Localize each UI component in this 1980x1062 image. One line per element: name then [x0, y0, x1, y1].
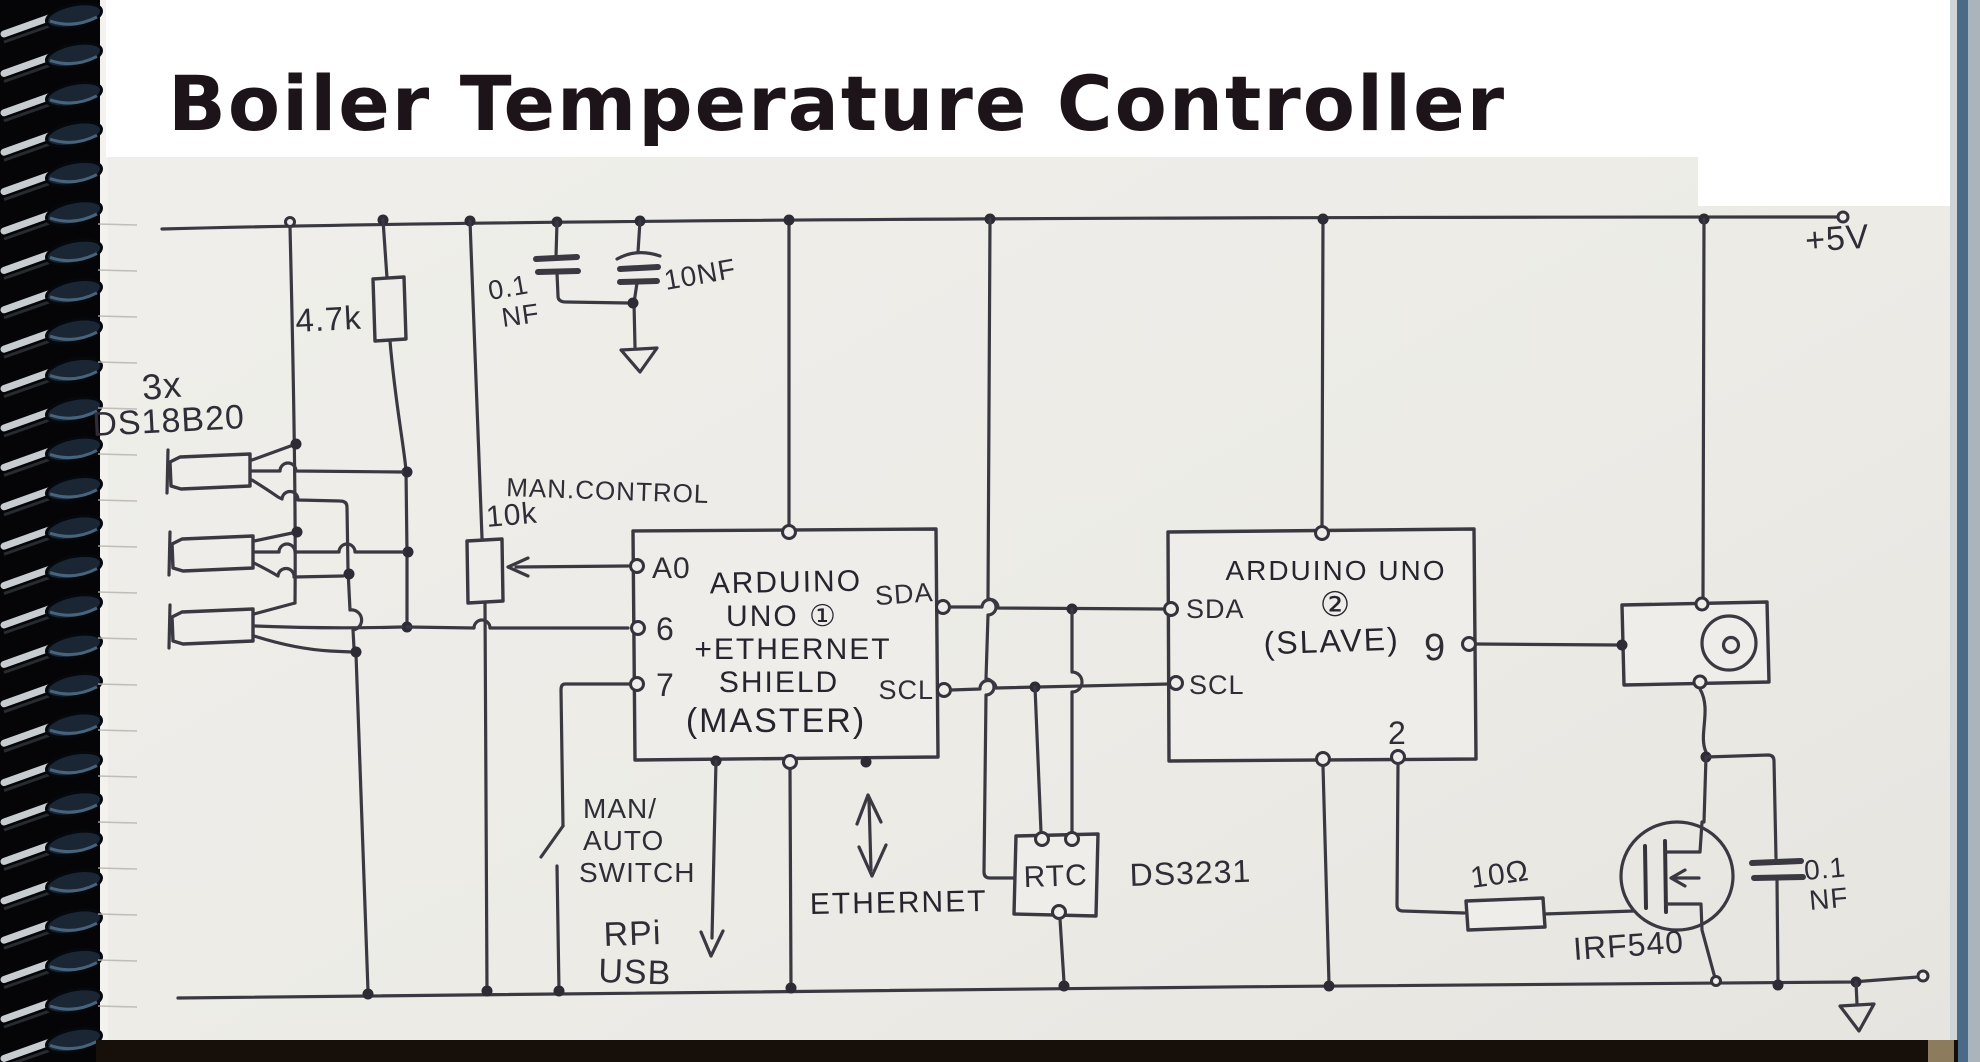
master-label-line5: (MASTER): [686, 702, 866, 740]
pot-name-label: MAN.CONTROL: [506, 472, 710, 509]
pullup-resistor-4k7: [371, 214, 414, 633]
ethernet-label: ETHERNET: [810, 885, 988, 921]
power-rail-top: [160, 210, 1850, 231]
vcc-label: +5V: [1804, 218, 1871, 260]
arduino-master-box: [629, 214, 952, 762]
slave-pin-sda: SDA: [1186, 594, 1245, 624]
sensor-vcc-column: [250, 216, 303, 616]
output-cap-line1: 0.1: [1803, 851, 1847, 886]
gate-resistor-label: 10Ω: [1468, 854, 1531, 895]
master-label-line2: UNO ①: [726, 600, 838, 633]
slave-pin-scl: SCL: [1189, 670, 1245, 700]
pot-value-label: 10k: [485, 497, 539, 534]
sensor-ground-bus: [250, 478, 374, 1000]
master-pin-7: 7: [656, 667, 675, 703]
decoupling-cap-0u1: [533, 216, 630, 305]
rtc-power-wire: [982, 213, 1016, 880]
page-title: Boiler Temperature Controller: [168, 59, 1506, 148]
sensor-part-label: DS18B20: [91, 398, 245, 444]
man-auto-switch: [539, 682, 631, 997]
rpi-usb-arrow: [699, 755, 725, 958]
rpi-label-line2: USB: [598, 952, 672, 993]
slave-label-line2: ②: [1320, 586, 1352, 624]
ruled-line-ticks: [97, 223, 138, 1008]
slave-pin-2: 2: [1388, 715, 1407, 751]
photo-right-edge-light: [1950, 0, 1958, 1062]
master-label-line3: +ETHERNET: [694, 633, 891, 666]
ground-symbol-right: [1838, 976, 1876, 1033]
ds18b20-sensor-1: [165, 448, 252, 495]
ds18b20-sensor-2: [167, 530, 255, 577]
mosfet-label: IRF540: [1572, 923, 1685, 967]
photo-bottom-band: [96, 1040, 1958, 1062]
sensor-qty-label: 3x: [140, 364, 183, 408]
master-pin-6: 6: [656, 611, 675, 647]
photo-right-edge-blue: [1957, 0, 1969, 1062]
pullup-value-label: 4.7k: [294, 299, 362, 339]
slave-pin-9: 9: [1424, 627, 1446, 669]
master-pin-a0: A0: [652, 552, 691, 585]
decoupling-cap-10nf: [615, 215, 662, 374]
switch-label-line2: AUTO: [583, 825, 664, 856]
gate-resistor-10ohm: [1464, 896, 1636, 932]
output-cap-line2: NF: [1808, 882, 1850, 916]
switch-label-line1: MAN/: [583, 793, 657, 824]
output-device-box: [1616, 213, 1771, 763]
rtc-part-label: DS3231: [1129, 853, 1252, 893]
title-band: [106, 0, 1956, 206]
slave-label-line1: ARDUINO UNO: [1225, 555, 1446, 586]
master-pin-scl: SCL: [878, 675, 934, 705]
spiral-binding: [0, 2, 103, 1062]
photo-right-edge-gray: [1968, 0, 1980, 1062]
ground-rail-bottom: [176, 969, 1930, 1000]
mosfet-irf540: [1619, 755, 1735, 987]
switch-label-line3: SWITCH: [579, 857, 695, 888]
cap1-value-line2: NF: [500, 298, 542, 333]
master-label-line4: SHIELD: [719, 666, 839, 699]
master-ground-wire: [782, 754, 798, 994]
ground-symbol-left: [619, 346, 659, 374]
ethernet-arrow: [855, 756, 888, 878]
master-pin-sda: SDA: [874, 577, 934, 611]
rtc-box: [1012, 831, 1100, 992]
photo-bottom-notch: [1928, 1040, 1954, 1062]
output-cap-0u1: [1704, 753, 1806, 991]
cap1-value-line1: 0.1: [486, 269, 531, 306]
arduino-slave-box: [1163, 213, 1620, 992]
rpi-label-line1: RPi: [603, 914, 662, 954]
rtc-name-label: RTC: [1023, 859, 1088, 894]
manual-control-pot: [464, 215, 630, 997]
master-label-line1: ARDUINO: [709, 565, 862, 601]
ds18b20-sensor-3: [167, 603, 255, 650]
slave-label-line3: (SLAVE): [1263, 621, 1400, 662]
sensor-data-bus: [250, 461, 630, 630]
